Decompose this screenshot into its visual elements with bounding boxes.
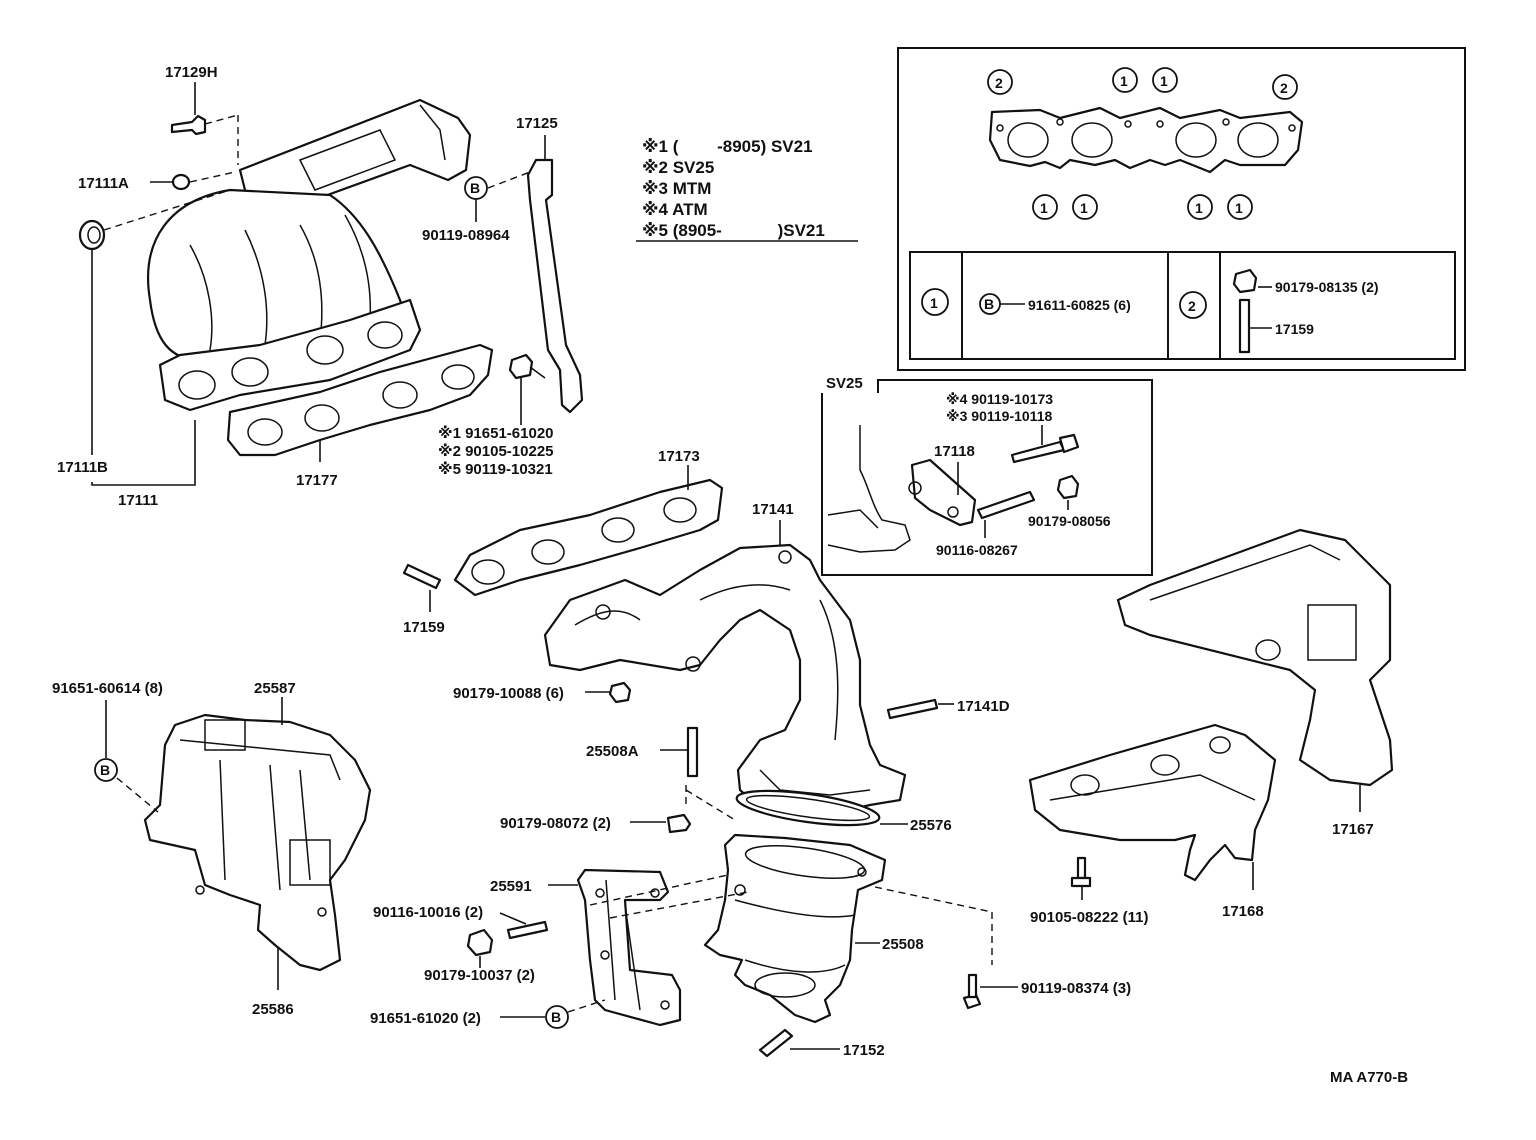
label-25587: 25587 bbox=[254, 680, 296, 697]
nut-90179-08072 bbox=[630, 813, 692, 834]
note-5: ※5 (8905- )SV21 bbox=[642, 221, 825, 240]
label-90179-08056: 90179-08056 bbox=[1028, 513, 1111, 529]
plug-17111A bbox=[150, 171, 236, 191]
label-17111B: 17111B bbox=[57, 459, 108, 476]
label-17111: 17111 bbox=[118, 492, 158, 509]
label-90179-08072: 90179-08072 (2) bbox=[500, 815, 611, 832]
nut-90179-10037 bbox=[466, 928, 494, 968]
b-marker-91651-60614: B bbox=[94, 700, 159, 813]
nut-90179-10088 bbox=[585, 681, 632, 704]
table-row2-nut: 90179-08135 (2) bbox=[1275, 279, 1379, 295]
mark-1-b3: 1 bbox=[1195, 200, 1203, 216]
bracket-25591 bbox=[548, 868, 749, 1027]
label-90179-10088: 90179-10088 (6) bbox=[453, 685, 564, 702]
bolt-90119-08374 bbox=[962, 973, 1018, 1010]
b-marker-bracket: B bbox=[551, 1009, 561, 1025]
label-90116-08267: 90116-08267 bbox=[936, 542, 1018, 558]
label-25586: 25586 bbox=[252, 1001, 294, 1018]
gasket-25576 bbox=[735, 789, 908, 827]
label-25591: 25591 bbox=[490, 878, 532, 895]
stay-17125 bbox=[487, 135, 584, 414]
label-90116-10016: 90116-10016 (2) bbox=[373, 904, 483, 921]
heat-insulator-17167 bbox=[1116, 528, 1394, 812]
table-row1-code: 91611-60825 (6) bbox=[1028, 297, 1131, 313]
label-90105-08222: 90105-08222 (11) bbox=[1030, 909, 1148, 926]
heat-insulator-25587 bbox=[143, 697, 372, 972]
label-17168: 17168 bbox=[1222, 903, 1264, 920]
intake-manifold-17111 bbox=[147, 98, 472, 412]
sv25-title: SV25 bbox=[826, 375, 863, 392]
mark-1-b1: 1 bbox=[1040, 200, 1048, 216]
label-17167: 17167 bbox=[1332, 821, 1374, 838]
label-17177: 17177 bbox=[296, 472, 338, 489]
exhaust-manifold-17141 bbox=[543, 520, 907, 817]
sv25-detail-box: SV25 17118 ※4 90119-10173 ※3 90119-10118… bbox=[821, 375, 1153, 576]
mark-1-t2: 1 bbox=[1160, 73, 1168, 89]
table-mark-1: 1 bbox=[930, 295, 938, 311]
drawing-reference-code: MA A770-B bbox=[1330, 1069, 1408, 1086]
gasket-17177 bbox=[226, 343, 494, 462]
table-mark-2: 2 bbox=[1188, 298, 1196, 314]
label-17173: 17173 bbox=[658, 448, 700, 465]
label-25508: 25508 bbox=[882, 936, 924, 953]
bolt-star-codes bbox=[508, 353, 546, 425]
heat-insulator-17168 bbox=[1028, 723, 1277, 890]
label-90119-08964: 90119-08964 bbox=[422, 227, 510, 244]
stud-25508A bbox=[660, 726, 736, 821]
stud-17152 bbox=[758, 1028, 840, 1058]
mark-2-tr: 2 bbox=[1280, 80, 1288, 96]
gasket-detail-box: 2 1 1 2 1 1 1 1 1 B 91611-60825 (6) 2 90… bbox=[897, 47, 1466, 371]
note-1: ※1 ( -8905) SV21 bbox=[642, 137, 813, 156]
label-17141: 17141 bbox=[752, 501, 794, 518]
label-17118: 17118 bbox=[934, 443, 975, 460]
table-row2-stud: 17159 bbox=[1275, 321, 1314, 337]
label-17129H: 17129H bbox=[165, 64, 218, 81]
bolt-90105-08222 bbox=[1070, 856, 1092, 900]
label-star5: ※5 90119-10321 bbox=[438, 460, 553, 478]
mark-1-b4: 1 bbox=[1235, 200, 1243, 216]
bolt-marker-90119-08964: B bbox=[464, 176, 488, 222]
label-17141D: 17141D bbox=[957, 698, 1010, 715]
stud-17141D bbox=[886, 698, 954, 720]
label-17111A: 17111A bbox=[78, 175, 129, 192]
label-91651-60614: 91651-60614 (8) bbox=[52, 680, 163, 697]
label-91651-61020-2: 91651-61020 (2) bbox=[370, 1010, 481, 1027]
stud-90116-10016 bbox=[499, 912, 549, 940]
label-star2: ※2 90105-10225 bbox=[438, 442, 554, 460]
note-3: ※3 MTM bbox=[642, 179, 711, 198]
label-star1: ※1 91651-61020 bbox=[438, 424, 554, 442]
bolt-marker-91651-61020: B bbox=[500, 999, 606, 1029]
label-90179-10037: 90179-10037 (2) bbox=[424, 967, 535, 984]
mark-2-tl: 2 bbox=[995, 75, 1003, 91]
b-marker-insulator: B bbox=[100, 762, 110, 778]
note-4: ※4 ATM bbox=[642, 200, 708, 219]
label-sv25-star4: ※4 90119-10173 bbox=[946, 391, 1053, 407]
label-17125: 17125 bbox=[516, 115, 558, 132]
table-b-marker: B bbox=[984, 296, 994, 312]
variant-notes: ※1 ( -8905) SV21 ※2 SV25 ※3 MTM ※4 ATM ※… bbox=[636, 137, 858, 242]
b-marker-text: B bbox=[470, 180, 480, 196]
gasket-17173 bbox=[453, 465, 724, 597]
label-25508A: 25508A bbox=[586, 743, 639, 760]
sensor-17129H bbox=[170, 82, 239, 165]
label-90119-08374: 90119-08374 (3) bbox=[1021, 980, 1131, 997]
leader-17111 bbox=[91, 420, 196, 486]
label-25576: 25576 bbox=[910, 817, 952, 834]
converter-25508 bbox=[703, 833, 993, 1024]
stud-17159 bbox=[402, 563, 442, 612]
note-2: ※2 SV25 bbox=[642, 158, 714, 177]
label-17152: 17152 bbox=[843, 1042, 885, 1059]
mark-1-b2: 1 bbox=[1080, 200, 1088, 216]
label-17159: 17159 bbox=[403, 619, 445, 636]
label-sv25-star3: ※3 90119-10118 bbox=[946, 408, 1052, 424]
mark-1-t1: 1 bbox=[1120, 73, 1128, 89]
gasket-17111B bbox=[78, 189, 231, 455]
